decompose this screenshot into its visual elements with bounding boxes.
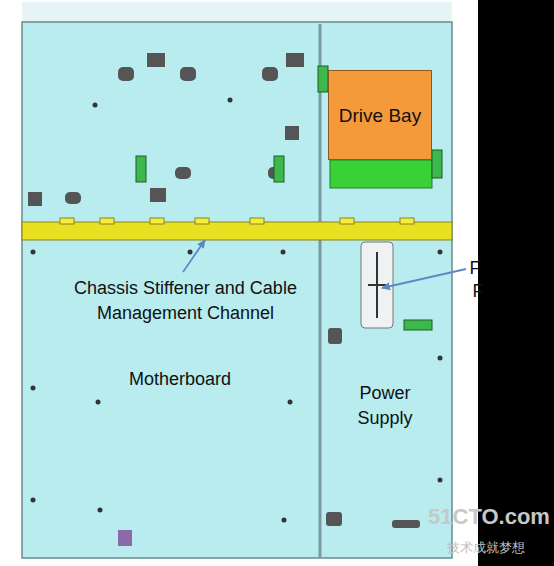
box-label: Drive Bay — [339, 103, 421, 128]
part-label: Power Supply — [338, 381, 432, 431]
drive-bay-box: Drive Bay — [328, 70, 432, 160]
part-label: Chassis Stiffener and Cable Management C… — [48, 276, 323, 326]
watermark: 51CTO.com — [426, 504, 552, 529]
watermark: 技术成就梦想 — [420, 540, 552, 556]
cut-label: F — [469, 256, 481, 281]
cut-label: F — [472, 279, 484, 304]
part-label: Motherboard — [95, 367, 265, 392]
